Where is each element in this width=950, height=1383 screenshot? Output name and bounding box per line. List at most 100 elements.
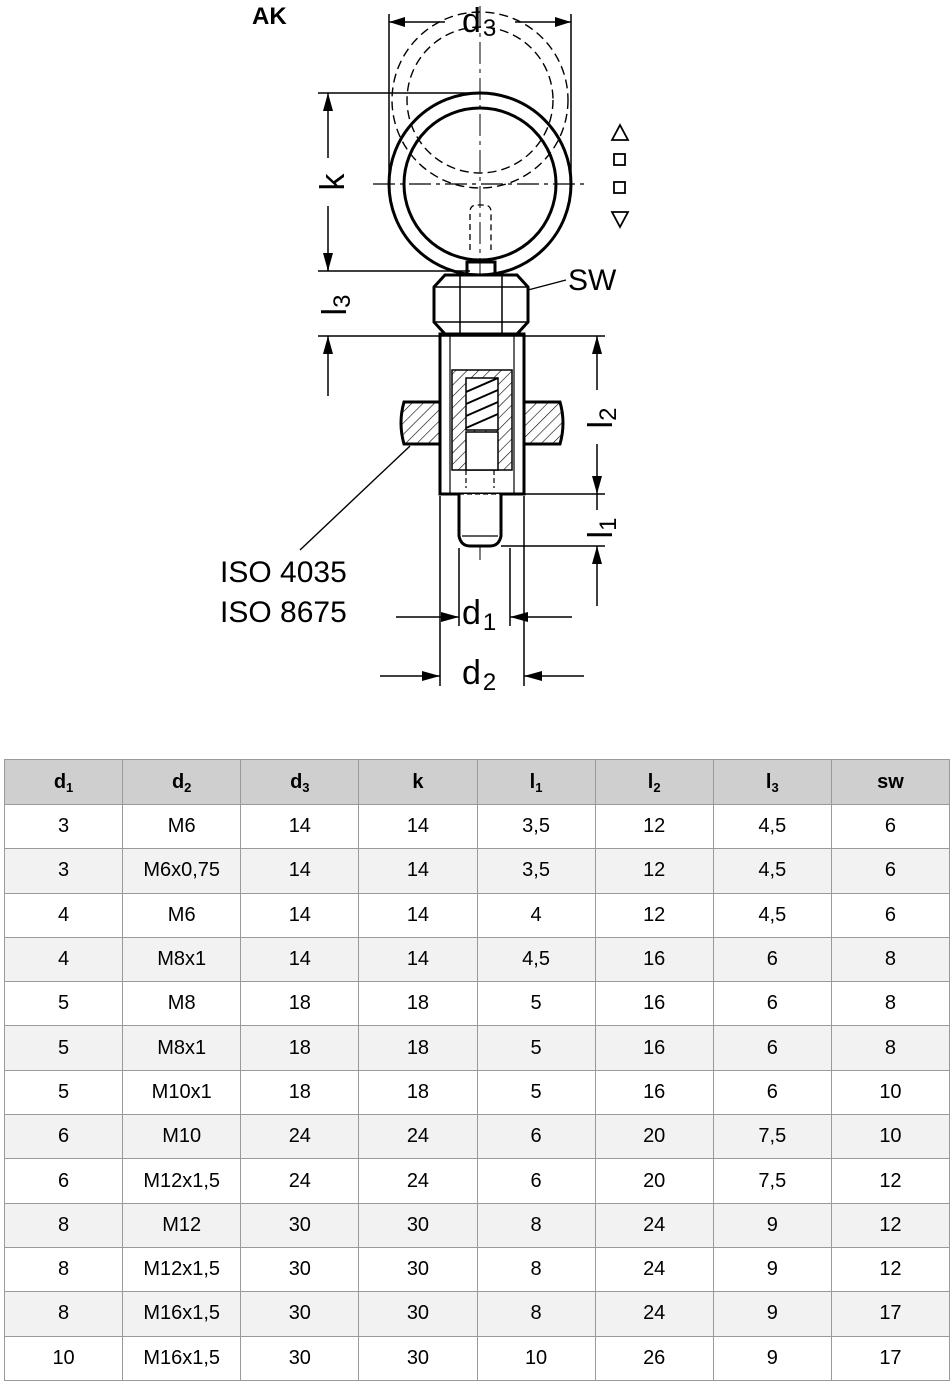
sw-leader bbox=[527, 279, 567, 291]
table-cell: 5 bbox=[3, 1025, 124, 1071]
table-cell: 4,5 bbox=[476, 936, 596, 983]
dimension-d3 bbox=[388, 14, 572, 184]
column-header: d2 bbox=[122, 759, 242, 805]
hex-nut bbox=[432, 273, 530, 336]
table-cell: M12x1,5 bbox=[122, 1158, 242, 1204]
table-cell: 30 bbox=[358, 1246, 478, 1293]
table-cell: 16 bbox=[594, 981, 714, 1027]
table-cell: 6 bbox=[712, 1069, 832, 1116]
table-cell: 12 bbox=[594, 803, 714, 850]
table-cell: 7,5 bbox=[712, 1158, 832, 1204]
table-cell: 9 bbox=[712, 1291, 832, 1337]
table-cell: 16 bbox=[594, 1025, 714, 1071]
table-cell: 20 bbox=[594, 1158, 714, 1204]
table-cell: 30 bbox=[240, 1246, 360, 1293]
table-cell: 6 bbox=[830, 892, 950, 938]
table-cell: 3 bbox=[3, 848, 124, 894]
table-cell: M10x1 bbox=[122, 1069, 242, 1116]
table-cell: M8x1 bbox=[122, 1025, 242, 1071]
table-cell: 24 bbox=[358, 1114, 478, 1160]
table-cell: 8 bbox=[476, 1246, 596, 1293]
table-cell: 3,5 bbox=[476, 803, 596, 850]
label-l1: l1 bbox=[582, 518, 622, 539]
table-cell: 8 bbox=[3, 1291, 124, 1337]
table-cell: M6 bbox=[122, 892, 242, 938]
label-d2: d2 bbox=[462, 654, 496, 696]
table-cell: 12 bbox=[594, 892, 714, 938]
table-cell: 12 bbox=[830, 1158, 950, 1204]
table-cell: M6x0,75 bbox=[122, 848, 242, 894]
table-cell: 4,5 bbox=[712, 892, 832, 938]
table-cell: 4,5 bbox=[712, 803, 832, 850]
table-cell: 17 bbox=[830, 1291, 950, 1337]
table-cell: 5 bbox=[476, 1069, 596, 1116]
column-header: d3 bbox=[240, 759, 360, 805]
lock-nut bbox=[399, 400, 565, 446]
table-cell: 4,5 bbox=[712, 848, 832, 894]
table-cell: 24 bbox=[240, 1158, 360, 1204]
table-cell: 12 bbox=[830, 1246, 950, 1293]
table-cell: 16 bbox=[594, 1069, 714, 1116]
label-l3: l3 bbox=[316, 295, 356, 316]
table-cell: 6 bbox=[476, 1114, 596, 1160]
table-cell: M8 bbox=[122, 981, 242, 1027]
table-cell: 5 bbox=[3, 1069, 124, 1116]
table-cell: 5 bbox=[476, 1025, 596, 1071]
table-cell: M8x1 bbox=[122, 936, 242, 983]
table-cell: 10 bbox=[830, 1114, 950, 1160]
table-cell: 12 bbox=[830, 1202, 950, 1248]
variant-label: AK bbox=[252, 3, 287, 30]
table-cell: M12x1,5 bbox=[122, 1246, 242, 1293]
technical-drawing: AK bbox=[220, 2, 630, 696]
table-cell: 30 bbox=[240, 1202, 360, 1248]
table-cell: 6 bbox=[830, 803, 950, 850]
label-d1: d1 bbox=[462, 594, 496, 636]
column-header: k bbox=[358, 759, 478, 805]
table-cell: M6 bbox=[122, 803, 242, 850]
table-cell: 24 bbox=[358, 1158, 478, 1204]
table-cell: M16x1,5 bbox=[122, 1335, 242, 1381]
table-cell: 9 bbox=[712, 1335, 832, 1381]
table-cell: 18 bbox=[240, 1025, 360, 1071]
table-cell: 24 bbox=[240, 1114, 360, 1160]
table-cell: 14 bbox=[358, 848, 478, 894]
table-cell: 14 bbox=[358, 936, 478, 983]
table-cell: 14 bbox=[358, 803, 478, 850]
table-cell: 10 bbox=[3, 1335, 124, 1381]
table-cell: 12 bbox=[594, 848, 714, 894]
label-l2: l2 bbox=[582, 408, 622, 429]
table-cell: 6 bbox=[476, 1158, 596, 1204]
standard-1: ISO 4035 bbox=[220, 556, 347, 589]
table-cell: 3,5 bbox=[476, 848, 596, 894]
threaded-body bbox=[438, 332, 526, 496]
table-cell: M10 bbox=[122, 1114, 242, 1160]
table-cell: 6 bbox=[3, 1158, 124, 1204]
dimension-d2 bbox=[380, 496, 584, 686]
table-cell: 4 bbox=[3, 936, 124, 983]
table-cell: 18 bbox=[358, 981, 478, 1027]
table-cell: 7,5 bbox=[712, 1114, 832, 1160]
table-cell: M16x1,5 bbox=[122, 1291, 242, 1337]
dimension-l3 bbox=[318, 258, 605, 396]
table-cell: 8 bbox=[830, 936, 950, 983]
table-cell: 30 bbox=[358, 1335, 478, 1381]
label-d3: d3 bbox=[462, 2, 496, 42]
label-sw: SW bbox=[568, 264, 617, 297]
table-cell: M12 bbox=[122, 1202, 242, 1248]
table-cell: 17 bbox=[830, 1335, 950, 1381]
column-header: d1 bbox=[3, 759, 124, 805]
table-cell: 8 bbox=[830, 981, 950, 1027]
table-cell: 4 bbox=[476, 892, 596, 938]
dimension-l2 bbox=[524, 336, 605, 495]
column-header: l2 bbox=[594, 759, 714, 805]
standard-2: ISO 8675 bbox=[220, 596, 347, 629]
pin-top-hidden bbox=[469, 204, 492, 250]
